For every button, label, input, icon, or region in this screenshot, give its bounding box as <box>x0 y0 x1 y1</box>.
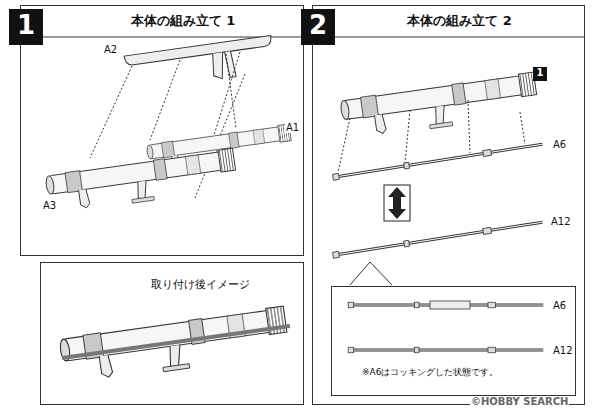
detail-inset: ※A6はコッキングした状態です。 <box>331 286 576 396</box>
node-text: 取り付け後イメージ <box>151 279 291 292</box>
node-text: 1 <box>9 11 43 41</box>
step-panel: 本体の組み立て 11 <box>20 5 304 256</box>
step-panel: 本体の組み立て 221※A6はコッキングした状態です。 <box>312 5 585 405</box>
part-number: A6 <box>552 300 567 311</box>
step-number: 1 <box>9 9 43 45</box>
part-number: A2 <box>103 44 118 55</box>
part-number: A12 <box>550 216 572 227</box>
result-inset: 取り付け後イメージ <box>40 262 304 405</box>
node-text: 本体の組み立て 1 <box>61 14 305 29</box>
part-number: A12 <box>552 345 574 356</box>
part-number: A1 <box>285 122 300 133</box>
node-text: ※A6はコッキングした状態です。 <box>362 367 562 377</box>
ref-step-mark: 1 <box>533 67 547 81</box>
part-number: A3 <box>42 200 57 211</box>
step-number: 2 <box>301 9 335 45</box>
node-text: 1 <box>533 67 547 79</box>
watermark: ©HOBBY SEARCH <box>470 396 569 407</box>
part-number: A6 <box>552 139 567 150</box>
node-text: 本体の組み立て 2 <box>353 14 566 29</box>
node-text: 2 <box>301 11 335 41</box>
